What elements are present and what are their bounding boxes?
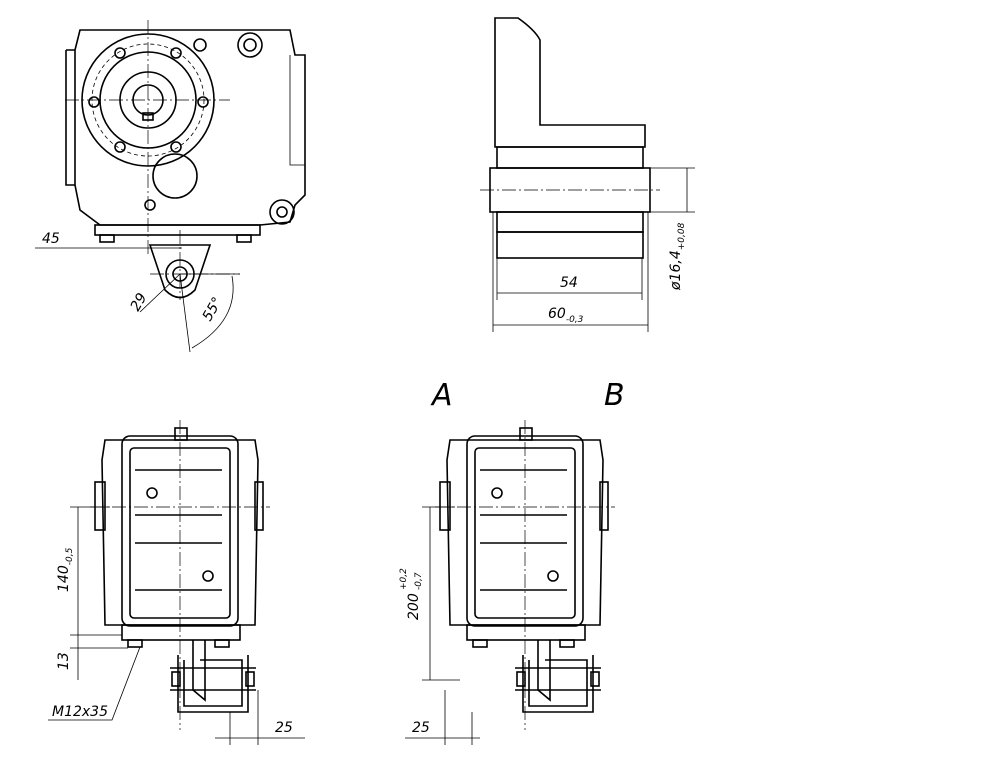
dim-25-a: 25 xyxy=(275,720,293,736)
dim-45: 45 xyxy=(42,231,60,247)
dim-13: 13 xyxy=(56,652,72,670)
dim-140: 140-0,5 xyxy=(56,547,75,592)
gearbox-side-view-a xyxy=(90,420,270,730)
dim-54: 54 xyxy=(560,275,578,291)
dim-200: 200 xyxy=(406,593,422,620)
gearbox-side-view-b xyxy=(434,419,616,731)
dim-29: 29 xyxy=(128,290,151,314)
dim-diameter-16: ø16,4+0,08 xyxy=(668,222,687,291)
view-label-a: A xyxy=(430,378,453,413)
view-label-b: B xyxy=(604,378,625,413)
dim-60: 60-0,3 xyxy=(548,306,584,325)
bushing-section-view xyxy=(480,17,695,332)
dimension-lines xyxy=(48,506,480,745)
dim-55-angle: 55° xyxy=(200,294,226,324)
dim-200-tol-low: -0,7 xyxy=(414,572,424,590)
dim-25-b: 25 xyxy=(412,720,430,736)
dim-200-tol-up: +0,2 xyxy=(399,568,409,590)
bolt-label: M12x35 xyxy=(52,704,108,720)
gearbox-front-view xyxy=(35,20,306,353)
